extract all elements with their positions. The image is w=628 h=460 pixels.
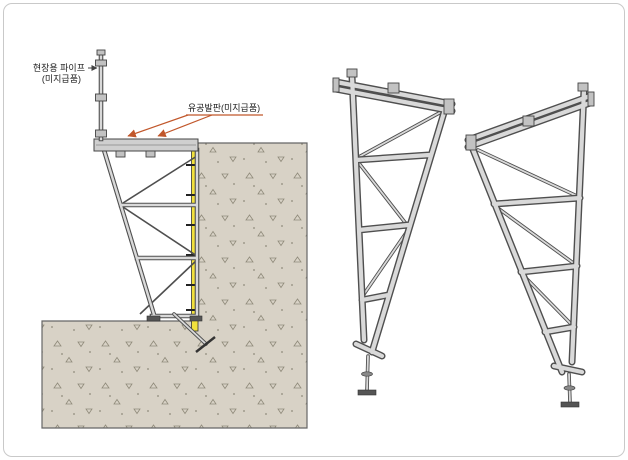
platform-bracket (145, 150, 156, 158)
footboard-platform (93, 138, 199, 158)
rounded-border (3, 3, 625, 457)
arm-hook-fitting (443, 98, 455, 115)
pipe-clamp-icon (95, 59, 107, 67)
anchor-jack (172, 312, 216, 353)
pipe-clamp-icon (95, 129, 107, 138)
cross-section-view: 현장용 파이프 (미지급품) 유공발판(미지급품) (33, 49, 308, 429)
chord-top-cap (346, 68, 358, 78)
arm-clamp-icon (387, 82, 400, 94)
support-truss-section (101, 147, 216, 353)
isometric-view-left (332, 68, 456, 396)
jack-base-plate (560, 401, 580, 408)
pipe-clamp-icon (95, 93, 107, 102)
arm-end-cap (332, 77, 340, 93)
concrete-wall (41, 142, 308, 429)
arm-clamp-icon (522, 115, 535, 127)
jack-wing-nut (563, 385, 576, 391)
annotations: 현장용 파이프 (미지급품) 유공발판(미지급품) (33, 63, 263, 138)
pipe-cap (96, 49, 106, 56)
jack-base-plate (357, 389, 377, 396)
arm-hook-fitting (465, 134, 477, 151)
footboard-label: 유공발판(미지급품) (188, 103, 260, 113)
jack-wing-nut (361, 371, 373, 377)
arm-end-cap (587, 91, 595, 107)
chord-top-cap (577, 82, 589, 92)
isometric-view-right (464, 82, 595, 408)
site-pipe-label-line1: 현장용 파이프 (33, 63, 85, 73)
foot-plate (189, 315, 203, 322)
platform-bracket (115, 150, 126, 158)
site-pipe (95, 49, 107, 142)
site-pipe-label-line2: (미지급품) (42, 74, 81, 84)
foot-plate (146, 315, 161, 322)
